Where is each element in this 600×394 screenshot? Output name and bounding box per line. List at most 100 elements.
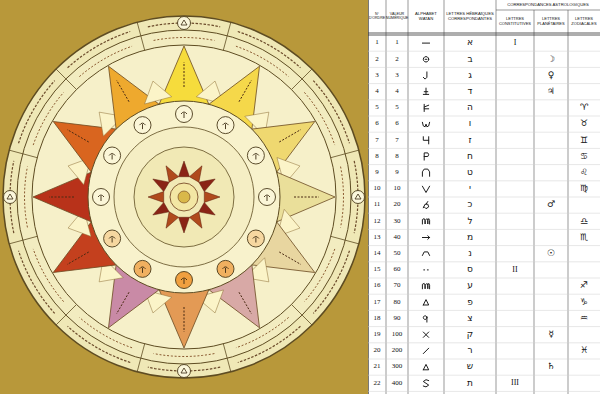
inscription-mark [238, 32, 301, 68]
order-number: 13 [368, 232, 386, 244]
medallion-sign [140, 123, 146, 129]
planet-medallion [217, 260, 234, 277]
numeric-value: 9 [386, 167, 408, 179]
inscription-mark [341, 167, 344, 228]
glyph-stroke [425, 59, 427, 60]
glyph-stroke [422, 43, 429, 44]
column-header: LETTRES CONSTITUTIVES [496, 10, 534, 33]
hebrew-letter: ט [444, 167, 496, 179]
inscription-mark [33, 249, 63, 302]
order-number: 6 [368, 118, 386, 130]
glyph-stroke [422, 169, 429, 176]
watan-glyph [423, 332, 428, 337]
sector-divider [137, 22, 145, 50]
sector-divider [9, 236, 37, 244]
glyph-stroke [423, 316, 427, 320]
order-number: 15 [368, 264, 386, 276]
hebrew-letter: כ [444, 199, 496, 211]
center-star-point [153, 179, 169, 192]
watan-glyph [422, 236, 429, 240]
sector-divider [331, 236, 359, 244]
table-rule [368, 83, 600, 84]
cardinal-medallion [4, 191, 17, 204]
hebrew-letter: ח [444, 151, 496, 163]
medallion-sign [109, 237, 115, 243]
hebrew-letter: א [444, 37, 496, 49]
planetary-letter: ☽ [534, 53, 568, 65]
sector-divider [291, 304, 312, 325]
table-rule [368, 164, 600, 165]
order-number: 2 [368, 53, 386, 65]
column-header: VALEUR NUMÉRIQUE [386, 0, 408, 33]
outer-ring [3, 16, 365, 378]
glyph-stroke [424, 153, 429, 160]
table-rule [368, 245, 600, 246]
table-rule [368, 359, 600, 360]
numeric-value: 40 [386, 232, 408, 244]
inner-triangle [145, 81, 172, 104]
planetary-letter: ♀ [534, 70, 568, 82]
column-header: ALPHABET WATAN [408, 0, 444, 33]
numeric-value: 5 [386, 102, 408, 114]
table-rule [368, 35, 600, 36]
hebrew-letter: ל [444, 215, 496, 227]
numeric-value: 10 [386, 183, 408, 195]
order-number: 21 [368, 361, 386, 373]
table-rule [368, 261, 600, 262]
center-star-point [148, 192, 164, 203]
table-rule [368, 33, 600, 34]
numeric-value: 90 [386, 313, 408, 325]
numeric-value: 400 [386, 377, 408, 389]
watan-glyph [423, 88, 428, 94]
inscription-mark [304, 92, 334, 145]
watan-glyph [422, 252, 429, 256]
inscription-mark [117, 80, 130, 102]
order-number: 22 [368, 377, 386, 389]
table-rule [496, 10, 600, 11]
glyph-stroke [427, 269, 429, 270]
medallion-sign [109, 154, 115, 160]
inscription-mark [154, 354, 215, 357]
inscription-mark [68, 326, 131, 362]
medallion-sign [181, 112, 187, 118]
inscription-mark [279, 252, 301, 265]
hebrew-letter: ת [444, 377, 496, 389]
hebrew-letter: צ [444, 313, 496, 325]
glyph-stroke [422, 283, 429, 288]
cardinal-medallion [352, 191, 365, 204]
glyph-stroke [423, 300, 428, 305]
inscription-mark [33, 92, 63, 145]
hebrew-letter: ר [444, 345, 496, 357]
glyph-stroke [423, 380, 428, 387]
planet-medallion [176, 272, 193, 289]
center-star-point [189, 166, 202, 182]
order-number: 11 [368, 199, 386, 211]
planet-medallion [134, 260, 151, 277]
glyph-stroke [423, 364, 428, 369]
table-rule [368, 310, 600, 311]
hebrew-letter: ס [444, 264, 496, 276]
planet-medallion [217, 117, 234, 134]
glyph-stroke [424, 104, 425, 111]
table-rule [368, 180, 600, 181]
glyph-stroke [422, 219, 429, 224]
table-rule [368, 116, 600, 117]
planet-medallion [104, 147, 121, 164]
center-star-point [179, 161, 190, 177]
numeric-value: 3 [386, 70, 408, 82]
watan-glyph [422, 122, 429, 127]
hebrew-letter: פ [444, 296, 496, 308]
cardinal-medallion [178, 17, 191, 30]
zodiac-letter: ♒ [568, 313, 600, 325]
glyph-stroke [423, 57, 428, 62]
numeric-value: 4 [386, 86, 408, 98]
zodiac-letter: ♎ [568, 215, 600, 227]
watan-glyph [422, 219, 429, 224]
glyph-stroke [422, 237, 429, 238]
cardinal-medallion [178, 365, 191, 378]
center-star-point [189, 212, 202, 228]
numeric-value: 300 [386, 361, 408, 373]
table-rule [368, 213, 600, 214]
planetary-letter: ♂ [534, 199, 568, 211]
